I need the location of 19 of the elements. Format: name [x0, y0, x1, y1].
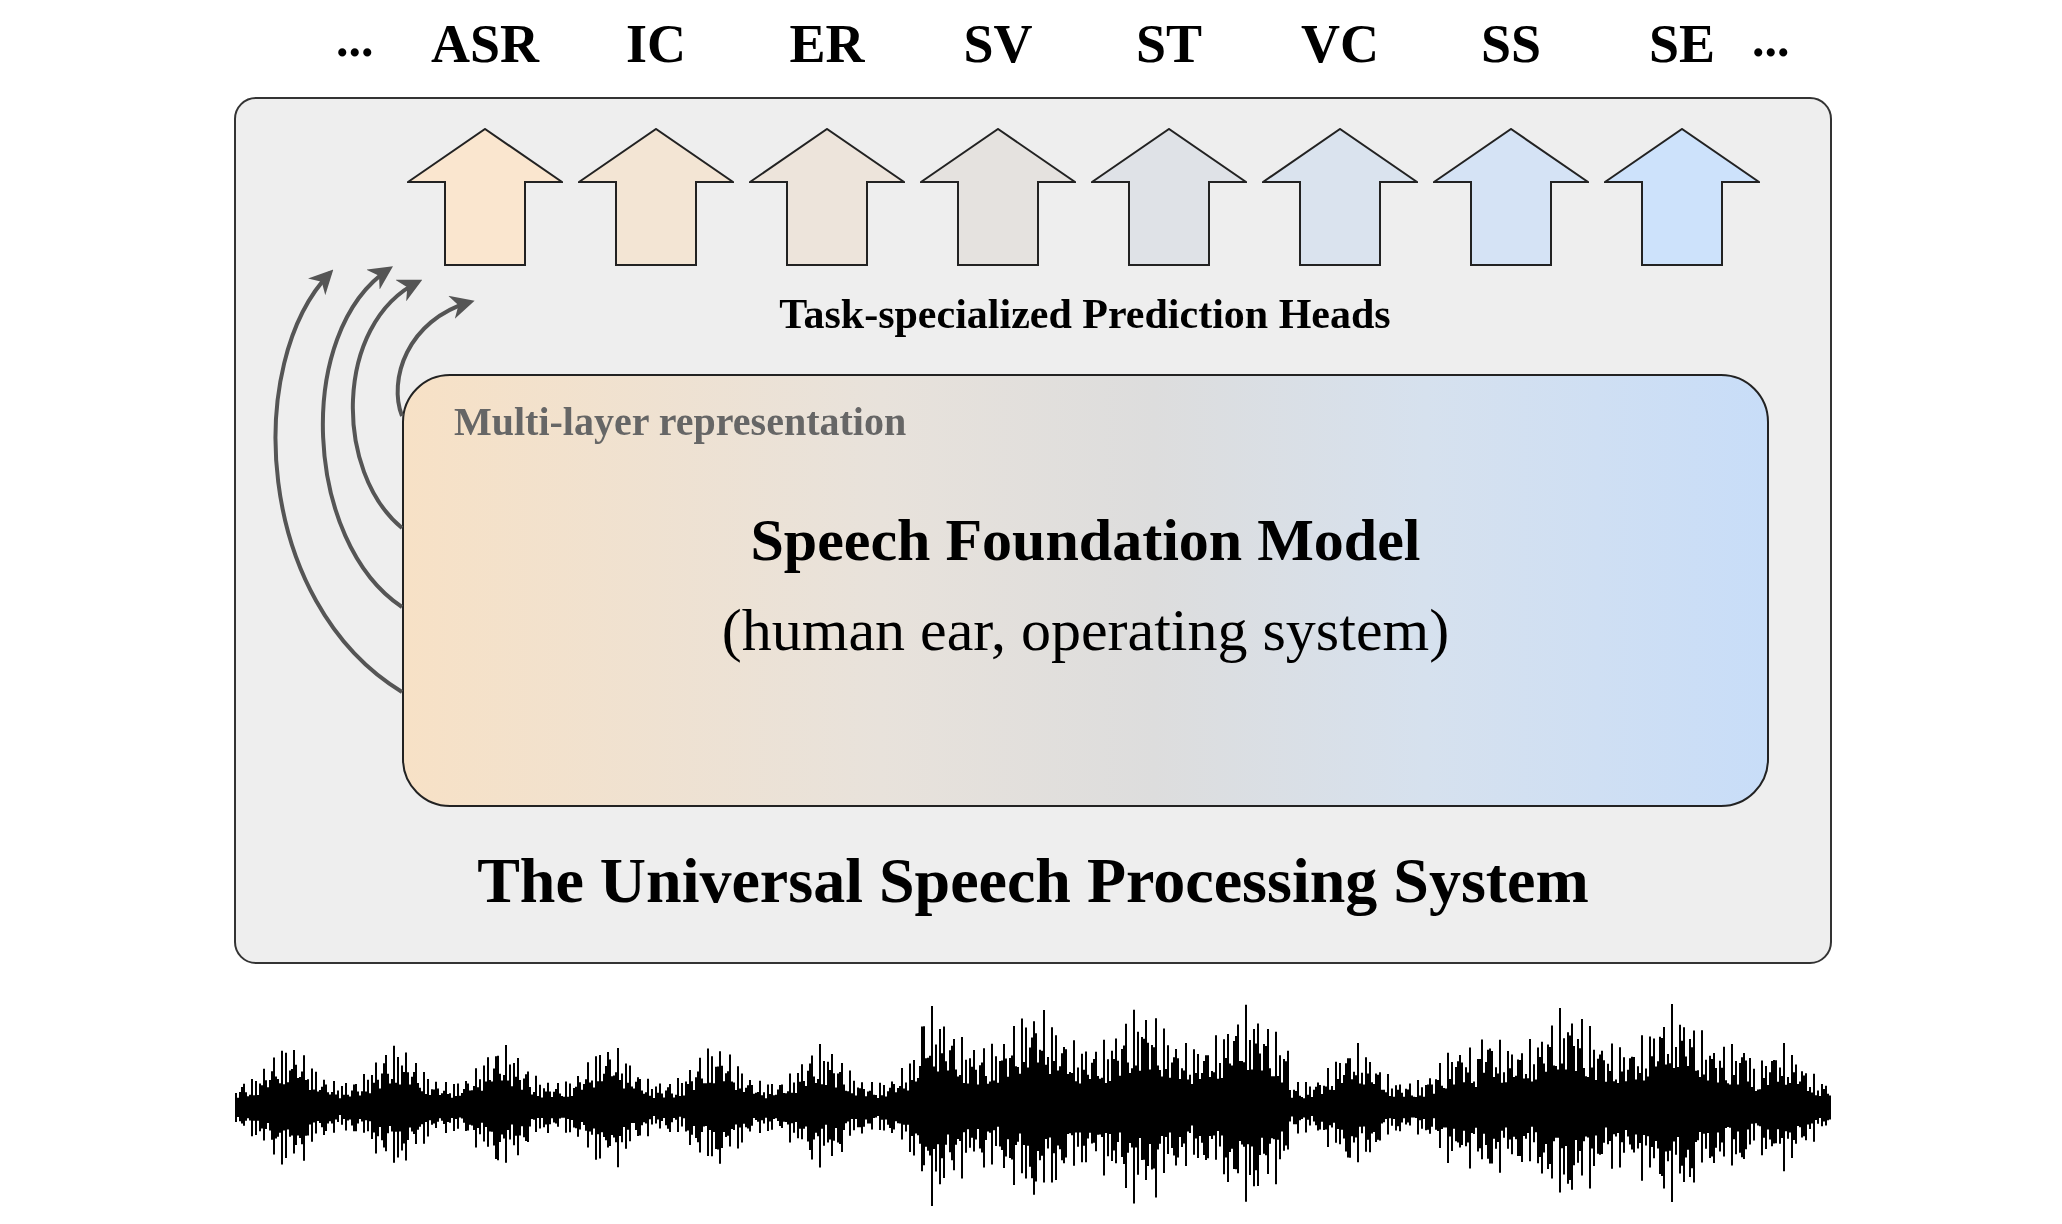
curved-arrow: [351, 279, 422, 530]
task-label: VC: [1300, 14, 1380, 74]
layer-caption: Multi-layer representation: [454, 398, 907, 445]
model-title: Speech Foundation Model: [749, 506, 1422, 575]
panel-title: The Universal Speech Processing System: [476, 844, 1590, 918]
curved-arrow: [395, 297, 475, 417]
task-label: ER: [788, 14, 866, 74]
ellipsis: ...: [1752, 10, 1790, 68]
section-caption: Task-specialized Prediction Heads: [778, 290, 1392, 338]
task-label: ASR: [430, 14, 541, 74]
task-label: IC: [625, 14, 687, 74]
task-label: SE: [1647, 14, 1717, 74]
ellipsis: ...: [336, 10, 374, 68]
task-label: ST: [1134, 14, 1204, 74]
task-label: SS: [1479, 14, 1543, 74]
curved-arrow: [321, 265, 404, 609]
curved-arrow: [273, 269, 404, 694]
model-subtitle: (human ear, operating system): [720, 596, 1451, 665]
task-label: SV: [962, 14, 1034, 74]
